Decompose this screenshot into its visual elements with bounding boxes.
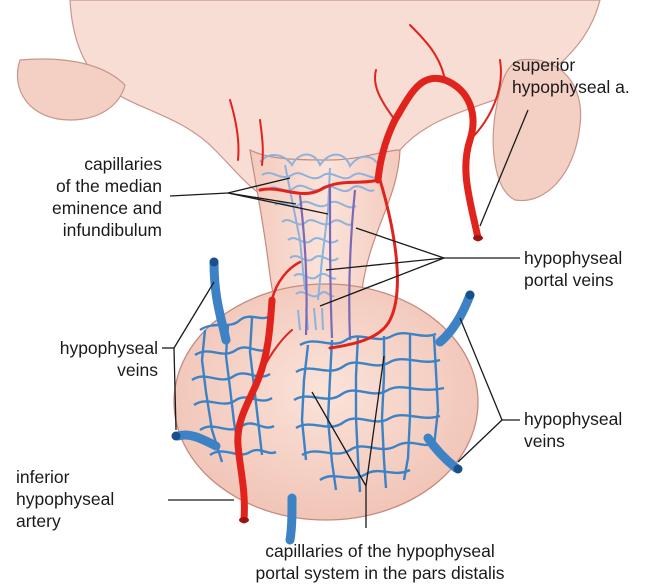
left-hypophyseal-veins-label: hypophyseal veins [60,337,158,381]
label-line: portal veins [524,269,622,291]
median-eminence-capillaries-label: capillaries of the median eminence and i… [52,153,162,241]
label-line: veins [524,430,622,452]
label-line: superior [512,54,630,76]
label-line: eminence and [52,197,162,219]
label-line: hypophyseal a. [512,76,630,98]
bottom-vein [290,498,292,540]
label-line: portal system in the pars distalis [230,562,530,584]
superior-hypophyseal-artery-label: superior hypophyseal a. [512,54,630,98]
label-line: capillaries of the hypophyseal [230,540,530,562]
label-line: artery [16,510,114,532]
portal-veins-label: hypophyseal portal veins [524,247,622,291]
label-line: hypophyseal [524,408,622,430]
label-line: veins [60,359,158,381]
right-hypophyseal-veins-label: hypophyseal veins [524,408,622,452]
label-line: hypophyseal [16,488,114,510]
label-line: inferior [16,466,114,488]
label-line: hypophyseal [60,337,158,359]
inferior-hypophyseal-artery-label: inferior hypophyseal artery [16,466,114,532]
label-line: of the median [52,175,162,197]
upper-right-vein [440,295,470,342]
label-line: infundibulum [52,219,162,241]
label-line: capillaries [52,153,162,175]
pars-distalis-capillaries-label: capillaries of the hypophyseal portal sy… [230,540,530,584]
label-line: hypophyseal [524,247,622,269]
